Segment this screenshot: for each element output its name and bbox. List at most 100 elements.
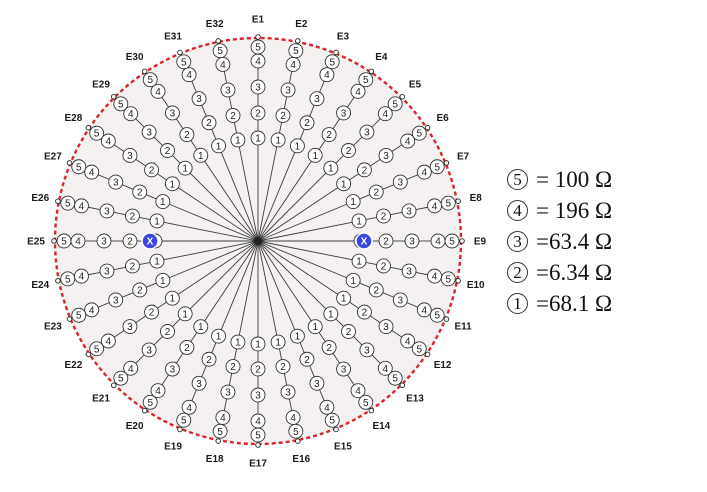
resistor-label: 5 [217,427,223,438]
resistor-label: 3 [364,128,370,139]
branch-wire [391,330,403,338]
resistor-label: 2 [165,327,171,338]
center-spoke [257,240,296,330]
branch-wire [369,158,381,167]
resistor-label: 2 [130,261,136,272]
resistor-3: 3 [99,263,115,279]
legend-row-2: 2 =6.34 Ω [507,257,612,288]
resistor-3: 3 [401,203,417,219]
branch-wire [172,155,181,164]
resistor-label: 3 [341,108,347,119]
electrode-label-e31: E31 [164,31,182,42]
branch-wire [319,80,325,93]
legend-row-4: 4 = 196 Ω [507,195,612,226]
resistor-badge [89,341,105,357]
resistor-4: 4 [430,233,446,249]
resistor-label: 4 [79,201,85,212]
branch-wire [88,206,101,211]
resistor-badge [164,105,180,121]
resistor-1: 1 [336,176,352,192]
resistor-label: 2 [206,118,212,129]
resistor-label: 5 [118,374,124,385]
resistor-label: 1 [350,276,356,287]
branch-wire [309,365,315,377]
resistor-4: 4 [427,198,442,214]
resistor-4: 4 [285,57,301,72]
resistor-badge [416,164,432,180]
electrode-label-e21: E21 [92,393,110,404]
electrode-label-e10: E10 [467,280,485,291]
resistor-badge [345,272,361,288]
electrode-terminal [455,278,461,284]
resistor-label: 5 [181,57,187,68]
resistor-5: 5 [387,96,403,112]
center-spoke [204,160,259,242]
branch-wire [97,302,110,308]
center-spoke [189,172,259,242]
resistor-badge [141,124,157,140]
resistor-badge [401,203,417,219]
resistor-label: 4 [128,364,134,375]
center-spoke [163,221,259,242]
branch-wire [161,374,169,386]
branch-wire [161,96,169,108]
resistor-label: 5 [293,427,299,438]
electrode-terminal [255,34,261,40]
branch-wire [347,96,355,108]
electrode-terminal [333,49,339,56]
branch-wire [135,354,145,364]
resistor-label: 2 [326,130,332,141]
resistor-badge [84,164,100,180]
resistor-badge [181,399,197,415]
resistor-2: 2 [179,127,195,143]
resistor-1: 1 [289,328,305,344]
resistor-label: 2 [130,212,136,223]
resistor-badge [359,124,375,140]
resistor-label: 2 [373,285,379,296]
resistor-5: 5 [288,423,304,439]
branch-wire [349,173,359,181]
legend-row-3: 3 =63.4 Ω [507,226,612,257]
branch-wire [191,80,197,93]
resistor-label: 1 [328,309,334,320]
center-spoke [238,240,259,336]
resistor-label: 3 [170,108,176,119]
resistor-1: 1 [230,334,246,350]
center-spoke [257,240,312,322]
resistor-3: 3 [309,375,325,391]
resistor-label: 1 [216,332,222,343]
branch-wire [309,105,315,117]
branch-wire [113,144,125,152]
resistor-label: 5 [94,129,100,140]
electrode-terminal [399,382,405,388]
legend-badge-4: 4 [507,200,528,221]
resistor-label: 2 [304,355,310,366]
resistor-2: 2 [250,105,266,121]
resistor-badge [321,339,337,355]
electrode-label-e4: E4 [375,52,388,63]
resistor-3: 3 [336,105,352,121]
branch-wire [223,398,228,411]
legend-badge-2: 2 [507,262,528,283]
resistor-label: 3 [406,267,412,278]
resistor-3: 3 [141,124,157,140]
resistor-badge [321,127,337,143]
resistor-badge [378,319,394,335]
resistor-5: 5 [288,43,304,59]
resistor-label: 2 [230,111,236,122]
electrode-label-e6: E6 [436,113,449,124]
resistor-5: 5 [113,370,129,386]
resistor-label: 1 [235,135,241,146]
legend-value-5: = 100 Ω [536,166,613,192]
resistor-badge [299,351,315,367]
resistor-label: 3 [101,237,107,248]
resistor-label: 5 [94,344,100,355]
resistor-label: 2 [230,362,236,373]
resistor-2: 2 [201,351,217,367]
resistor-2: 2 [122,233,138,249]
resistor-badge [336,105,352,121]
resistor-label: 1 [312,322,318,333]
resistor-label: 1 [275,338,281,349]
resistor-label: 1 [182,309,188,320]
electrode-terminal [295,38,301,44]
